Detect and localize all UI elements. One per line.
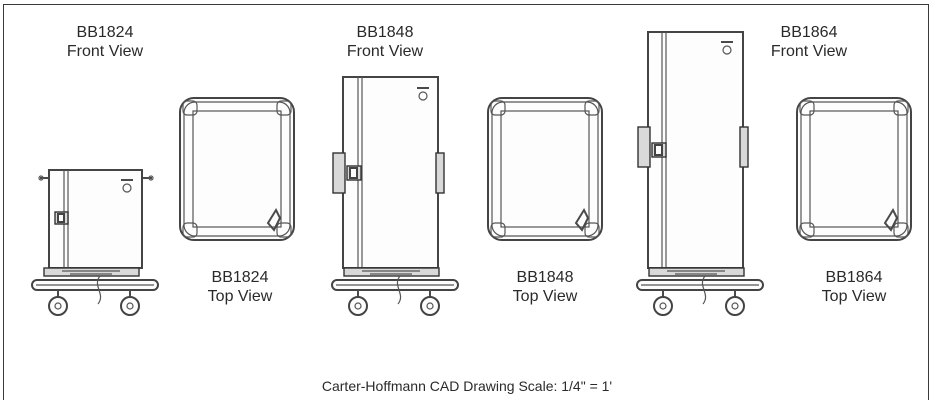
bb1848-front-view-text: Front View [346, 43, 424, 60]
bb1864-model-text: BB1864 [780, 24, 838, 41]
bb1824-top-drawing [179, 97, 295, 241]
drawing-frame [3, 4, 929, 400]
bb1864-top-label: BB1864 Top View [799, 268, 909, 306]
bb1824-front-label: BB1824 Front View [40, 23, 170, 61]
bb1864-front-view-text: Front View [770, 43, 848, 60]
bb1848-top-label: BB1848 Top View [490, 268, 600, 306]
bb1824-model-text: BB1824 [76, 24, 134, 41]
bb1848-top-view-text: Top View [512, 288, 578, 305]
bb1824-top-label: BB1824 Top View [185, 268, 295, 306]
bb1824-top-model-text: BB1824 [211, 269, 269, 286]
drawing-scale-caption: Carter-Hoffmann CAD Drawing Scale: 1/4" … [321, 378, 613, 394]
bb1864-top-view-text: Top View [821, 288, 887, 305]
bb1824-front-drawing [31, 169, 159, 316]
bb1824-top-view-text: Top View [207, 288, 273, 305]
bb1864-front-drawing [636, 31, 764, 316]
bb1864-top-model-text: BB1864 [825, 269, 883, 286]
bb1824-front-view-text: Front View [66, 43, 144, 60]
bb1848-top-model-text: BB1848 [516, 269, 574, 286]
bb1864-front-label: BB1864 Front View [744, 23, 874, 61]
bb1848-top-drawing [487, 97, 603, 241]
bb1848-front-drawing [331, 76, 459, 316]
bb1848-model-text: BB1848 [356, 24, 414, 41]
bb1848-front-label: BB1848 Front View [320, 23, 450, 61]
bb1864-top-drawing [796, 97, 912, 241]
